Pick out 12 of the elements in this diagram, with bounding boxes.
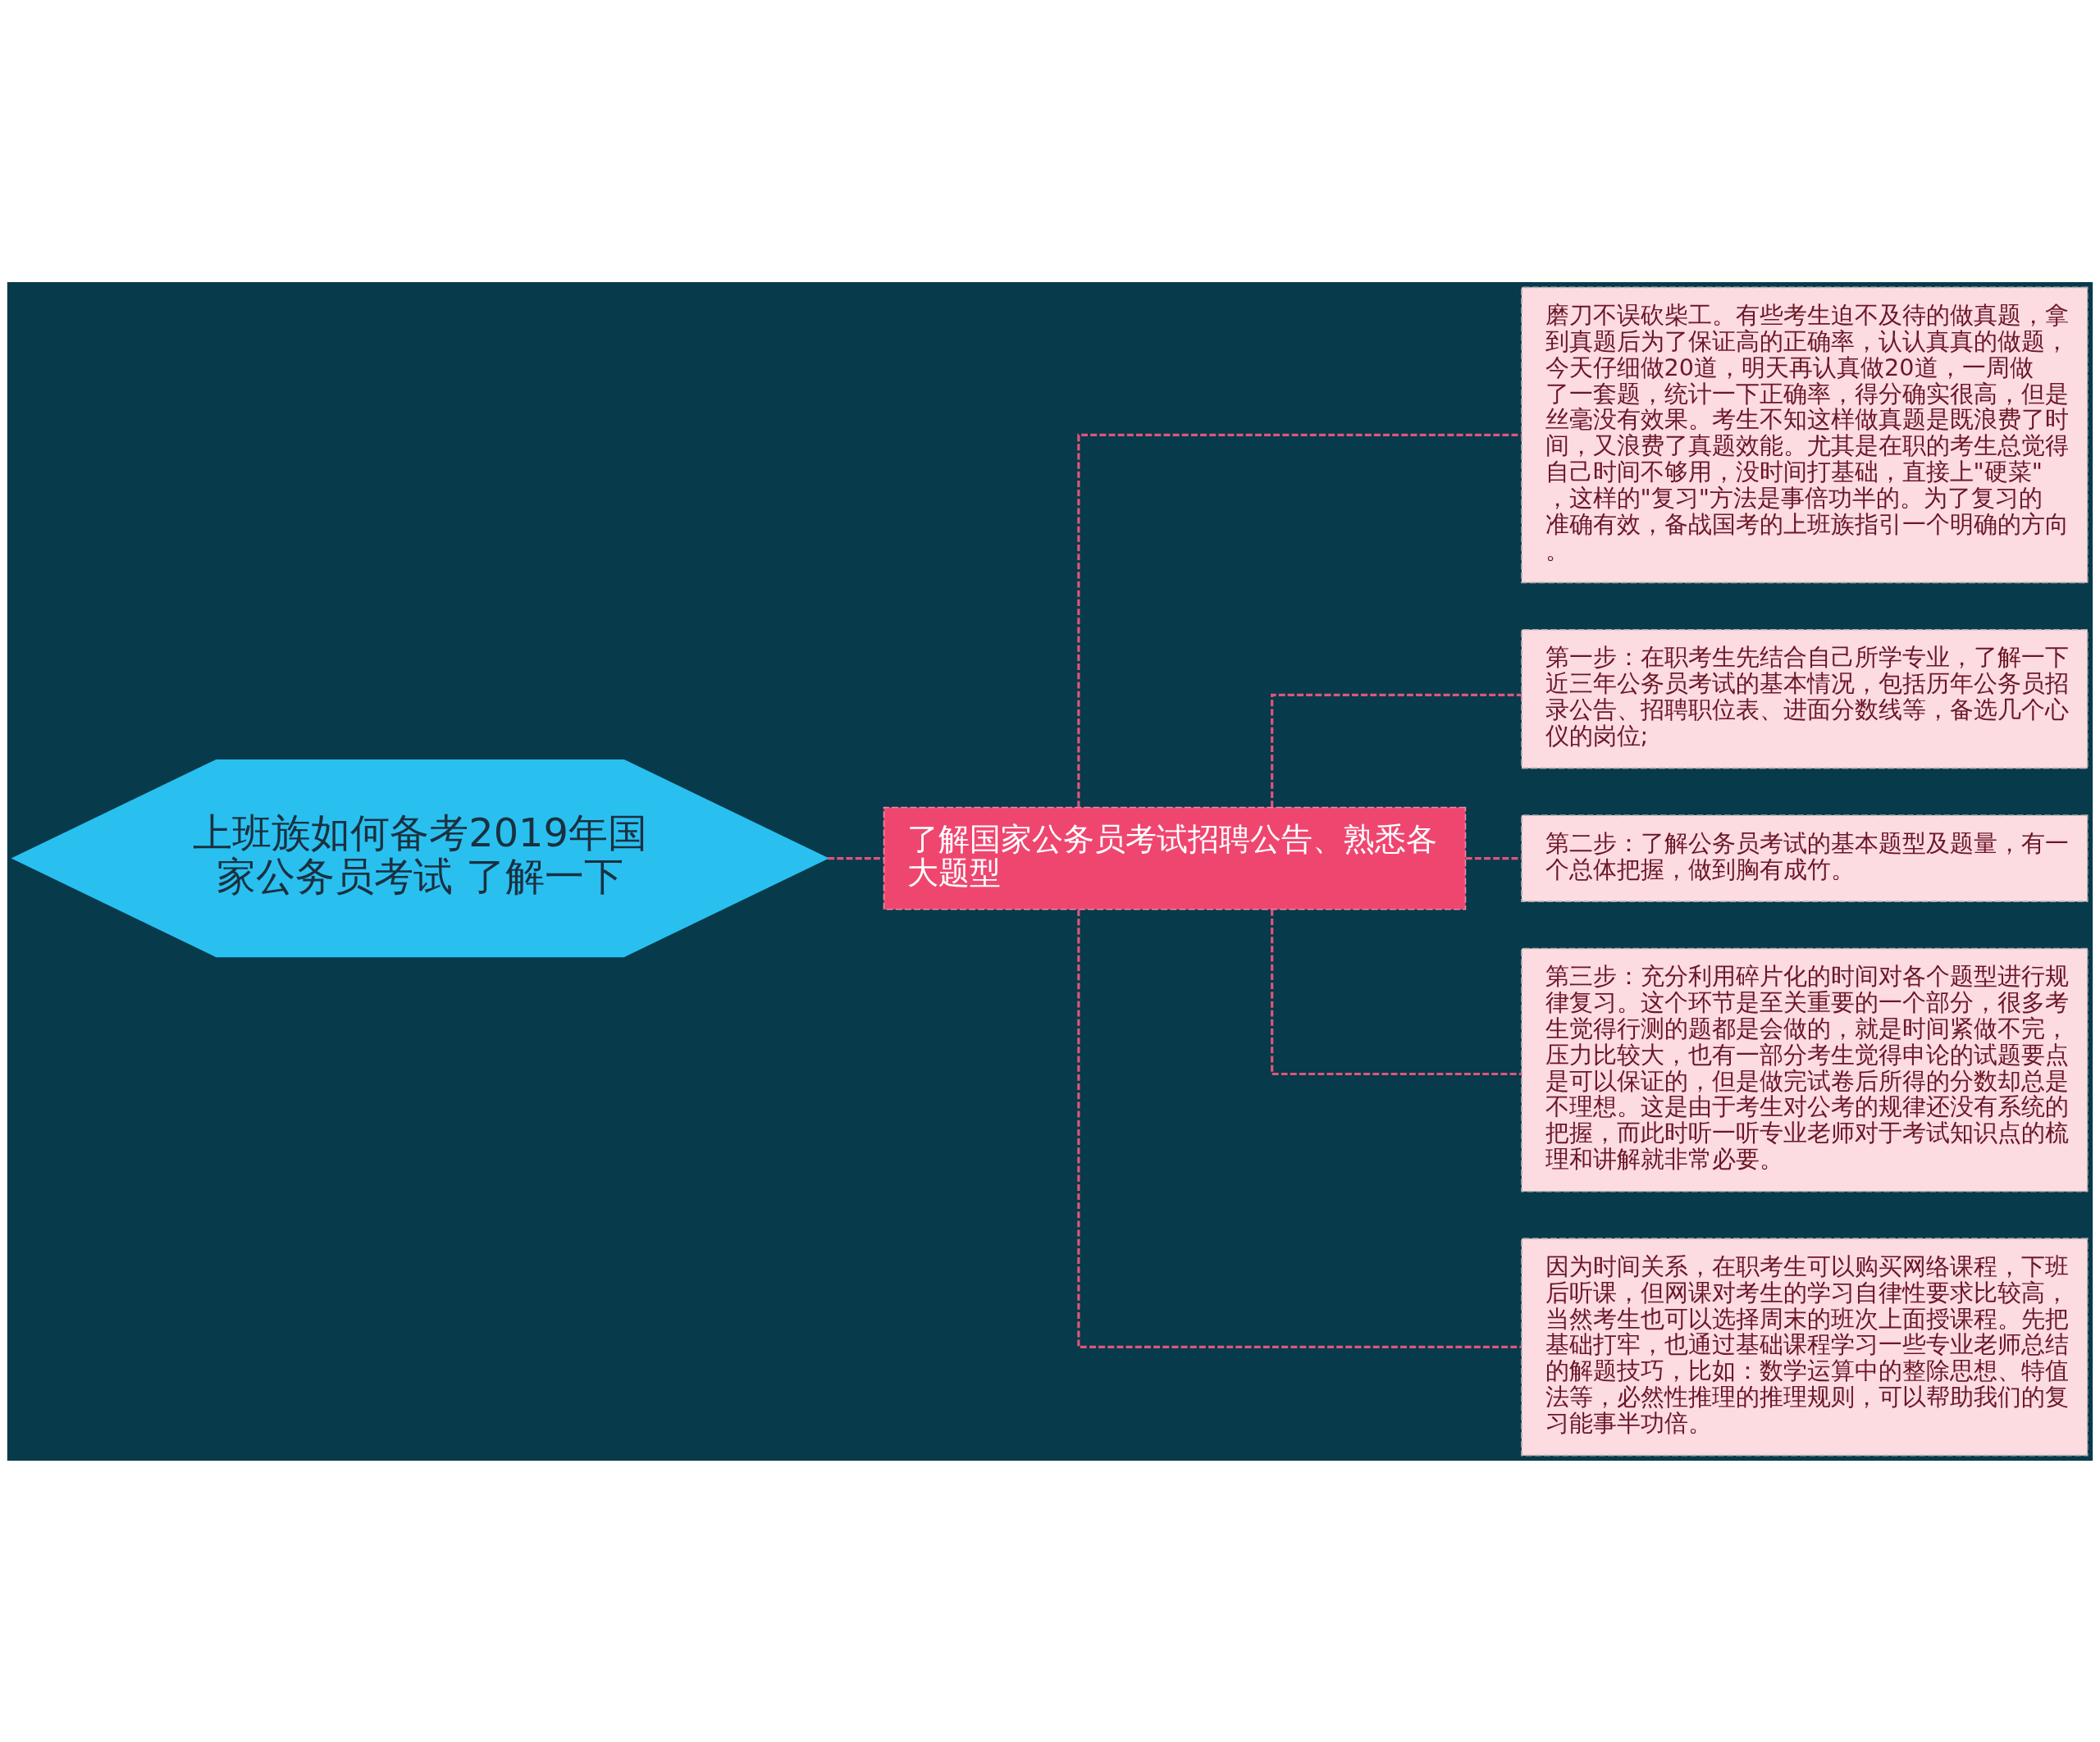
connector <box>1271 909 1522 1075</box>
connector <box>1271 693 1522 807</box>
connector <box>828 856 884 860</box>
node-box: 第一步：在职考生先结合自己所学专业，了解一下近三年公务员考试的基本情况，包括历年公务员招录公告、招聘职位表、进面分数线等，备选几个心仪的岗位; <box>1521 628 2089 768</box>
connector <box>1465 856 1522 860</box>
connector <box>1077 909 1522 1348</box>
node-box: 因为时间关系，在职考生可以购买网络课程，下班后听课，但网课对考生的学习自律性要求比较高，当然考生也可以选择周末的班次上面授课程。先把基础打牢，也通过基础课程学习一些专业老师总结的解题技巧，比如：数学运算中的整除思想、特值法等，必然性推理的推理规则，可以帮助我们的复习能事半功倍。 <box>1521 1237 2089 1456</box>
connector <box>1077 433 1522 807</box>
node-box: 了解国家公务员考试招聘公告、熟悉各大题型 <box>883 806 1467 910</box>
node-box: 磨刀不误砍柴工。有些考生迫不及待的做真题，拿到真题后为了保证高的正确率，认认真真的做题，今天仔细做20道，明天再认真做20道，一周做了一套题，统计一下正确率，得分确实很高，但是丝毫没有效果。考生不知这样做真题是既浪费了时间，又浪费了真题效能。尤其是在职的考生总觉得自己时间不够用，没时间打基础，直接上"硬菜"，这样的"复习"方法是事倍功半的。为了复习的准确有效，备战国考的上班族指引一个明确的方向。 <box>1521 286 2089 583</box>
node-box: 第二步：了解公务员考试的基本题型及题量，有一个总体把握，做到胸有成竹。 <box>1521 814 2089 902</box>
node-box: 第三步：充分利用碎片化的时间对各个题型进行规律复习。这个环节是至关重要的一个部分，很多考生觉得行测的题都是会做的，就是时间紧做不完，压力比较大，也有一部分考生觉得申论的试题要点是可以保证的，但是做完试卷后所得的分数却总是不理想。这是由于考生对公考的规律还没有系统的把握，而此时听一听专业老师对于考试知识点的梳理和讲解就非常必要。 <box>1521 947 2089 1192</box>
